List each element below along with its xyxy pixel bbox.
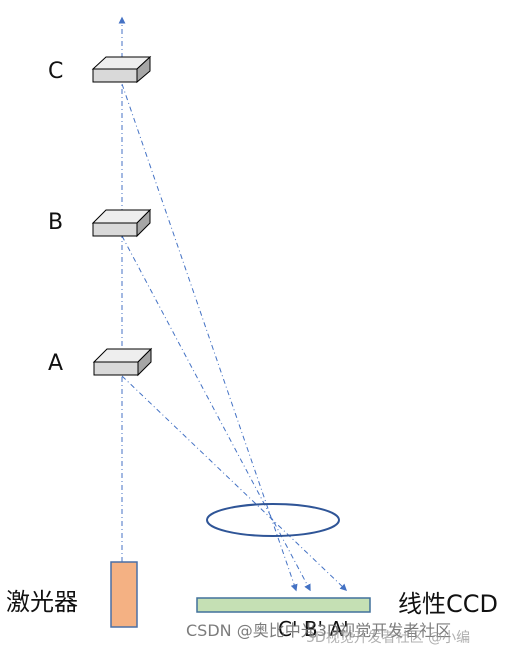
target-block-b xyxy=(91,208,152,238)
watermark-secondary: 3D视觉开发者社区 @小编 xyxy=(306,630,471,646)
target-block-a xyxy=(92,347,153,377)
laser-emitter xyxy=(110,561,138,628)
label-position-b: B xyxy=(48,210,64,235)
label-position-c: C xyxy=(48,59,64,84)
target-block-c xyxy=(91,55,152,84)
linear-ccd-bar xyxy=(196,597,371,613)
reflected-ray-b xyxy=(121,235,311,592)
lens-ellipse xyxy=(206,503,340,537)
watermark-primary: CSDN @奥比中光3D视觉开发者社区 xyxy=(186,621,452,640)
reflected-ray-a xyxy=(121,375,348,591)
label-linear-ccd: 线性CCD xyxy=(398,590,498,618)
reflected-ray-c xyxy=(121,83,298,592)
label-image-spots: C' B' A' xyxy=(278,617,349,641)
label-laser: 激光器 xyxy=(6,588,78,616)
label-position-a: A xyxy=(48,351,64,376)
